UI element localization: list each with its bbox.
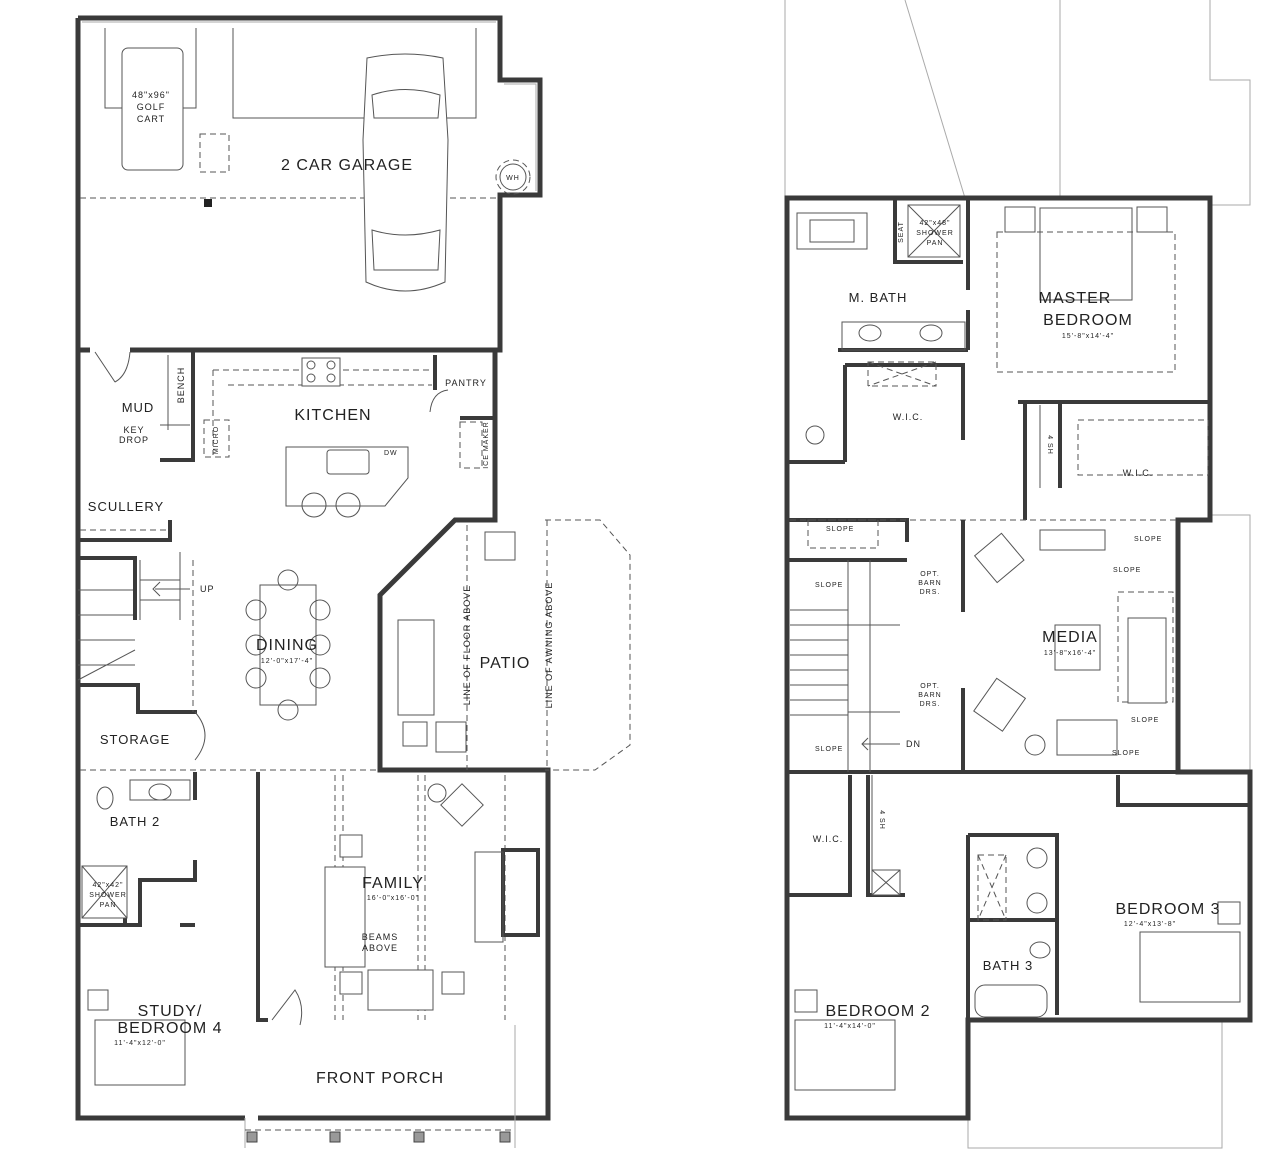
room-label: 13'-8"x16'-4" bbox=[1044, 650, 1096, 657]
room-label: PAN bbox=[100, 902, 117, 909]
water-heater bbox=[499, 163, 527, 191]
room-label: MASTER bbox=[1039, 290, 1112, 307]
room-label: 4 SH bbox=[878, 810, 885, 830]
room-label: W.I.C. bbox=[893, 412, 924, 422]
room-label: PANTRY bbox=[445, 378, 487, 388]
room-label: FRONT PORCH bbox=[316, 1070, 444, 1087]
room-label: BATH 3 bbox=[983, 958, 1034, 973]
room-label: SCULLERY bbox=[88, 499, 164, 514]
room-label: W.I.C. bbox=[813, 834, 844, 844]
room-label: ABOVE bbox=[362, 943, 398, 953]
room-label: SHOWER bbox=[89, 892, 127, 899]
room-label: M. BATH bbox=[849, 290, 908, 305]
room-label: BARN bbox=[918, 692, 941, 699]
room-label: OPT. bbox=[920, 683, 940, 690]
room-label: SLOPE bbox=[1131, 717, 1159, 724]
room-label: 4 SH bbox=[1046, 435, 1053, 455]
room-label: OPT. bbox=[920, 571, 940, 578]
room-label: W.I.C. bbox=[1123, 468, 1154, 478]
room-label: MEDIA bbox=[1042, 629, 1098, 646]
room-label: SEAT bbox=[898, 221, 905, 243]
car bbox=[362, 53, 449, 292]
room-label: SLOPE bbox=[1112, 750, 1140, 757]
room-label: SLOPE bbox=[815, 746, 843, 753]
room-label: 42"x42" bbox=[92, 882, 123, 889]
room-label: SLOPE bbox=[815, 582, 843, 589]
garage: 48"x96" GOLF CART WH 2 CAR GARAGE bbox=[80, 28, 531, 292]
room-label: CART bbox=[137, 114, 165, 124]
room-label: 16'-0"x16'-0" bbox=[367, 895, 419, 902]
first-floor-plan: 48"x96" GOLF CART WH 2 CAR GARAGE MUD BE… bbox=[75, 15, 631, 1148]
room-label: BEDROOM 4 bbox=[117, 1020, 222, 1037]
room-label: DN bbox=[906, 739, 921, 749]
room-label: UP bbox=[200, 584, 215, 594]
room-label: 11'-4"x14'-0" bbox=[824, 1023, 876, 1030]
room-label: STUDY/ bbox=[138, 1003, 203, 1020]
room-label: 2 CAR GARAGE bbox=[281, 157, 413, 174]
room-label: 42"x48" bbox=[919, 220, 950, 227]
room-label: DW bbox=[384, 450, 398, 457]
room-label: PAN bbox=[927, 240, 944, 247]
room-label: WH bbox=[506, 175, 520, 182]
room-label: 12'-0"x17'-4" bbox=[261, 658, 313, 665]
room-label: BATH 2 bbox=[110, 814, 161, 829]
room-label: DINING bbox=[256, 637, 318, 654]
room-label: LINE OF FLOOR ABOVE bbox=[462, 585, 472, 706]
room-label: DROP bbox=[119, 435, 149, 445]
room-label: 12'-4"x13'-8" bbox=[1124, 921, 1176, 928]
room-label: 48"x96" bbox=[132, 90, 170, 100]
room-label: BEDROOM bbox=[1043, 312, 1133, 329]
room-label: MUD bbox=[122, 400, 155, 415]
room-label: MICRO bbox=[213, 426, 220, 454]
room-label: BENCH bbox=[176, 367, 186, 404]
room-label: ICE MAKER bbox=[483, 421, 490, 469]
room-label: 11'-4"x12'-0" bbox=[114, 1040, 166, 1047]
room-label: GOLF bbox=[137, 102, 166, 112]
room-label: BARN bbox=[918, 580, 941, 587]
room-label: BEAMS bbox=[362, 932, 399, 942]
room-label: 15'-8"x14'-4" bbox=[1062, 333, 1114, 340]
room-label: DRS. bbox=[920, 701, 941, 708]
room-label: SLOPE bbox=[1113, 567, 1141, 574]
room-label: BEDROOM 2 bbox=[825, 1003, 930, 1020]
room-label: STORAGE bbox=[100, 732, 170, 747]
kitchen-island bbox=[285, 446, 409, 507]
room-label: SLOPE bbox=[1134, 536, 1162, 543]
room-label: PATIO bbox=[480, 655, 531, 672]
room-label: KEY bbox=[123, 425, 144, 435]
second-floor-plan: SEAT 42"x48" SHOWER PAN M. BATH W.I.C. M… bbox=[784, 0, 1253, 1149]
room-label: BEDROOM 3 bbox=[1115, 901, 1220, 918]
room-label: SLOPE bbox=[826, 526, 854, 533]
room-label: DRS. bbox=[920, 589, 941, 596]
room-label: FAMILY bbox=[362, 875, 424, 892]
room-label: LINE OF AWNING ABOVE bbox=[544, 582, 554, 709]
golf-cart bbox=[121, 47, 184, 171]
room-label: KITCHEN bbox=[294, 407, 371, 424]
room-label: SHOWER bbox=[916, 230, 954, 237]
